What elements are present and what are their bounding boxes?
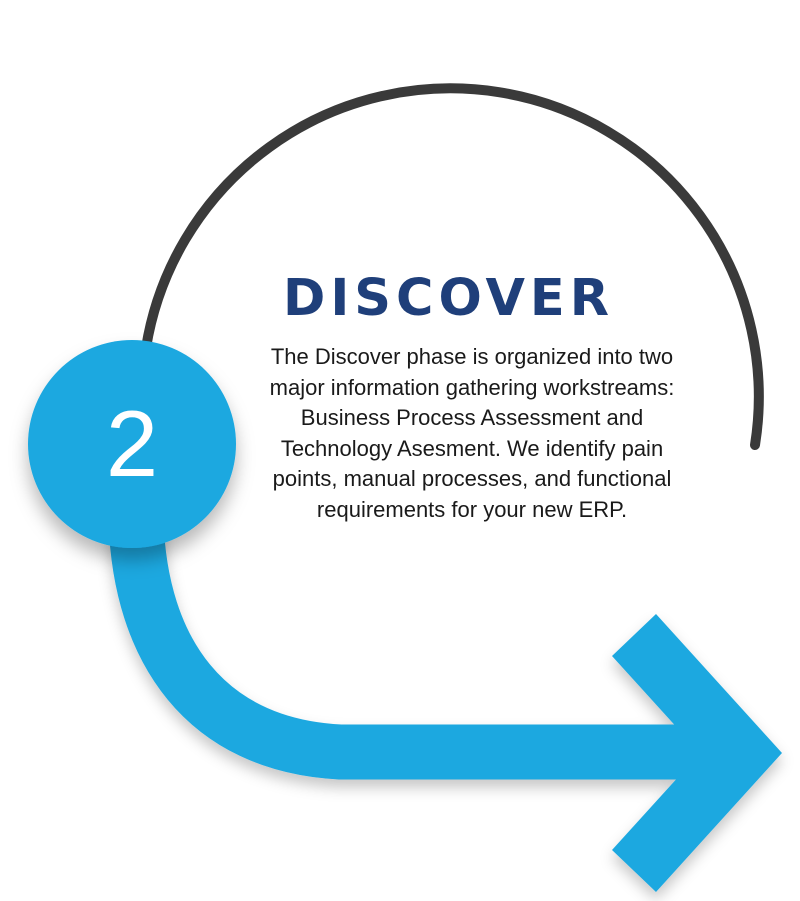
arrow-shaft [108,518,710,780]
step-badge [28,340,236,548]
step-number: 2 [105,391,159,496]
arrow-head [612,614,782,892]
blue-arrow [108,518,782,892]
step-title: DISCOVER [283,269,615,328]
gray-arc [141,83,764,450]
step-description: The Discover phase is organized into two… [269,344,675,522]
